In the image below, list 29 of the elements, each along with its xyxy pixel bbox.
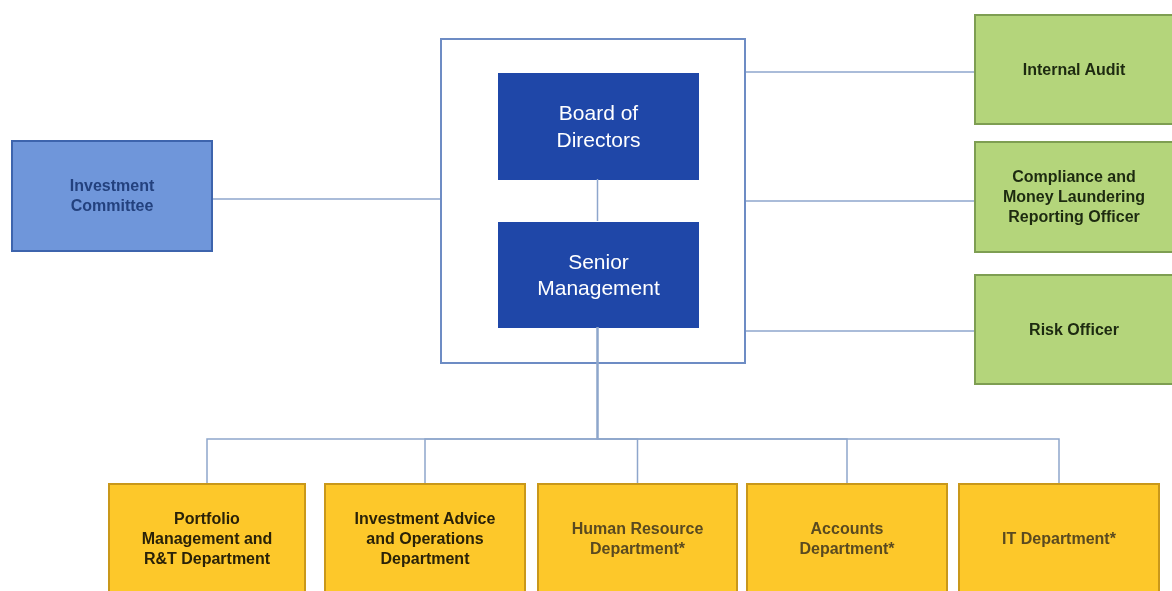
org-box (498, 73, 699, 180)
connector-line (212, 198, 441, 200)
connector-line (745, 330, 975, 332)
org-box (324, 483, 526, 591)
box-label: Portfolio Management and R&T Department (140, 509, 274, 569)
org-box (746, 483, 948, 591)
connector-line (596, 178, 599, 222)
box-label: Compliance and Money Laundering Reporting Officer (1001, 167, 1147, 227)
box-label: Risk Officer (1029, 319, 1119, 340)
box-label: Accounts Department* (798, 519, 896, 559)
box-label: Senior Management (536, 248, 661, 301)
box-label: Internal Audit (1022, 59, 1126, 80)
connector-line (745, 200, 975, 202)
org-box (974, 141, 1172, 253)
org-box (958, 483, 1160, 591)
org-box (974, 14, 1172, 125)
connector-line (596, 326, 1060, 484)
box-label: Investment Committee (68, 176, 156, 216)
box-label: Human Resource Department* (570, 519, 705, 559)
connector-line (745, 71, 975, 73)
org-box (11, 140, 213, 252)
org-box (537, 483, 738, 591)
box-label: Investment Advice and Operations Department (353, 509, 497, 569)
group-box (440, 38, 746, 364)
org-box (108, 483, 306, 591)
org-box (974, 274, 1172, 385)
box-label: IT Department* (1002, 529, 1116, 549)
org-box (498, 222, 699, 328)
box-label: Board of Directors (555, 100, 642, 153)
